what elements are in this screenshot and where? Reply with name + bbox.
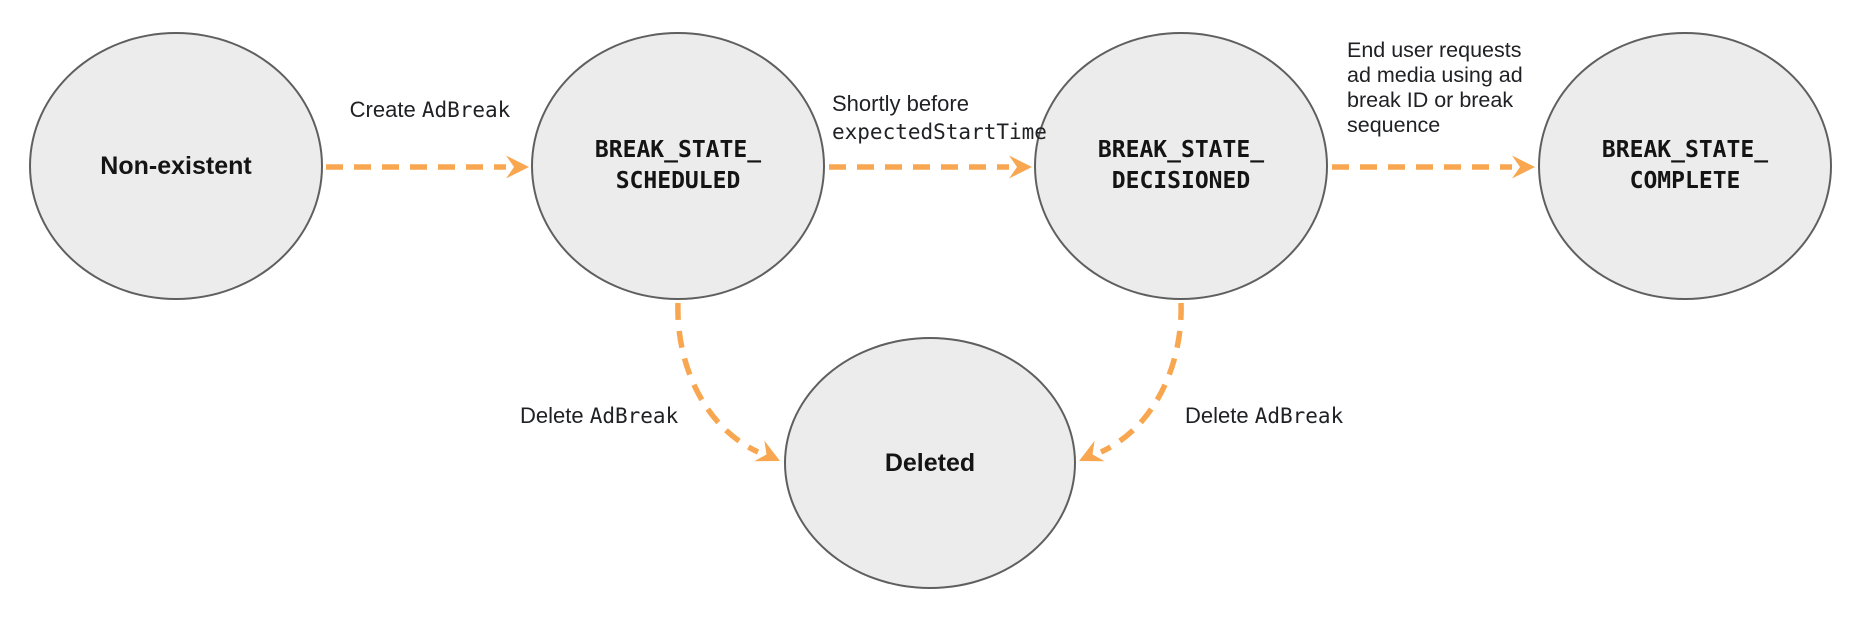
state-label-line2: SCHEDULED	[615, 168, 741, 194]
state-node-break-state-decisioned: BREAK_STATE_ DECISIONED	[1034, 32, 1328, 300]
arrow-delete-from-decisioned	[1073, 302, 1184, 472]
edge-label-delete-adbreak-left: Delete AdBreak	[520, 403, 679, 428]
arrow-delete-from-scheduled	[675, 302, 786, 472]
state-label-line1: BREAK_STATE_	[594, 137, 762, 163]
edge-label-delete-adbreak-right: Delete AdBreak	[1185, 403, 1344, 428]
state-node-non-existent: Non-existent	[29, 32, 323, 300]
arrow-end-user-requests	[1332, 155, 1535, 179]
state-node-break-state-scheduled: BREAK_STATE_ SCHEDULED	[531, 32, 825, 300]
arrow-shortly-before-start	[829, 155, 1032, 179]
state-label-line1: BREAK_STATE_	[1601, 137, 1769, 163]
state-label: Non-existent	[100, 152, 252, 180]
edge-label-shortly-before: Shortly before expectedStartTime	[832, 91, 1047, 144]
state-node-break-state-complete: BREAK_STATE_ COMPLETE	[1538, 32, 1832, 300]
edge-label-create-adbreak: Create AdBreak	[349, 97, 511, 122]
state-label-line1: BREAK_STATE_	[1097, 137, 1265, 163]
state-label-line2: COMPLETE	[1629, 168, 1741, 194]
state-node-deleted: Deleted	[784, 337, 1076, 589]
state-label-line2: DECISIONED	[1111, 168, 1251, 194]
edge-label-end-user-requests: End user requests ad media using ad brea…	[1347, 38, 1523, 137]
arrow-create-adbreak	[326, 155, 529, 179]
state-label: Deleted	[884, 449, 976, 477]
